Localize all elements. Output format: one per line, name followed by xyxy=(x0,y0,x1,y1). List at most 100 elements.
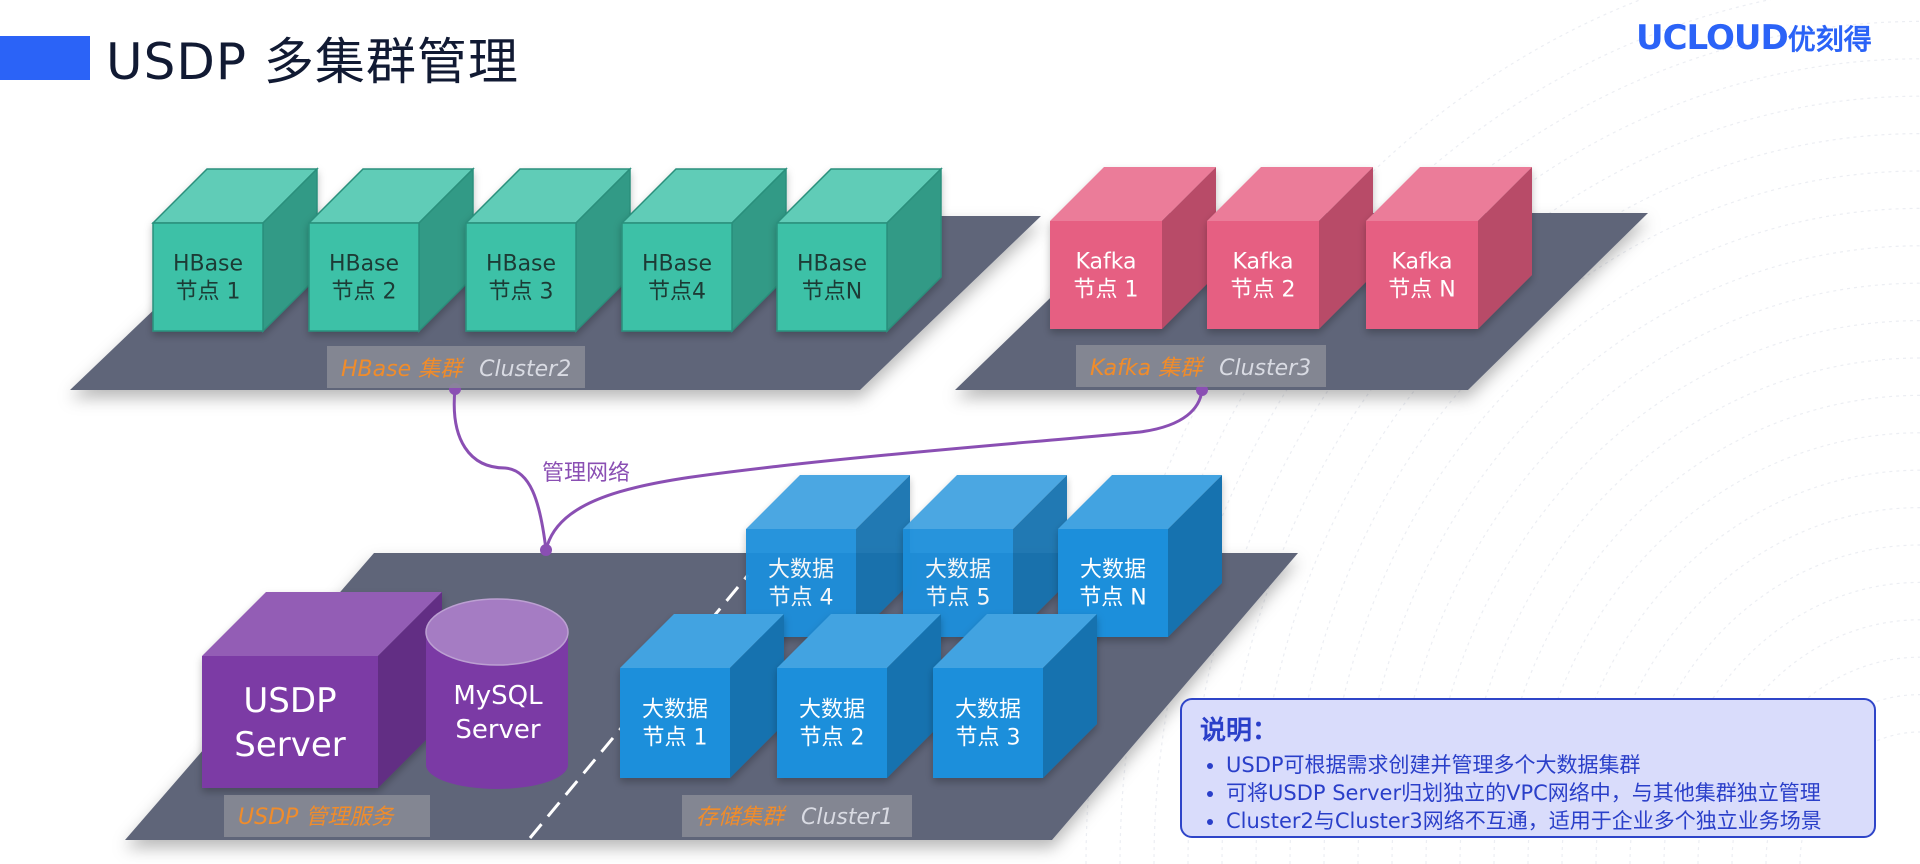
kafka-node-2-front xyxy=(1207,221,1319,329)
bigdata-node-5-label-line2: 节点 5 xyxy=(926,586,991,611)
kafka-node-2-label-line1: Kafka xyxy=(1232,250,1293,275)
hbase-node-4-label-line2: 节点4 xyxy=(648,280,706,305)
bigdata-node-4-top xyxy=(746,475,910,529)
hbase-cluster-tag: HBase 集群 Cluster2 xyxy=(327,346,585,388)
bigdata-node-1-label-line2: 节点 1 xyxy=(643,726,708,751)
hbase-node-2-front xyxy=(308,222,420,332)
hbase-node-3: HBase 节点 3 xyxy=(464,167,632,333)
hbase-node-1-front xyxy=(152,222,264,332)
hbase-node-4: HBase 节点4 xyxy=(620,167,788,333)
background-arc xyxy=(1323,207,1920,864)
hbase-node-3-label-line2: 节点 3 xyxy=(489,280,554,305)
mysql-cylinder-body xyxy=(426,632,568,789)
management-service-tag: USDP 管理服务 xyxy=(224,795,430,837)
hbase-cluster-name: HBase 集群 xyxy=(341,357,465,382)
note-title: 说明： xyxy=(1200,716,1279,746)
bigdata-node-4-label-line2: 节点 4 xyxy=(769,586,834,611)
usdp-server-top xyxy=(202,592,442,656)
bigdata-node-5-label-line1: 大数据 xyxy=(925,558,991,583)
hbase-node-3-label-line1: HBase xyxy=(486,252,556,277)
hbase-node-4-label-line1: HBase xyxy=(642,252,712,277)
title-accent-bar xyxy=(0,36,90,80)
bigdata-node-1-front xyxy=(620,668,730,778)
management-network-line xyxy=(452,388,548,551)
note-item: 可将USDP Server归划独立的VPC网络中，与其他集群独立管理 xyxy=(1226,779,1856,807)
kafka-node-1-label-line2: 节点 1 xyxy=(1074,278,1139,303)
hbase-node-5-label-line1: HBase xyxy=(797,252,867,277)
bigdata-node-4-label-line1: 大数据 xyxy=(768,558,834,583)
kafka-node-2-side xyxy=(1319,167,1373,329)
background-arc xyxy=(1493,394,1920,864)
note-item: Cluster2与Cluster3网络不互通，适用于企业多个独立业务场景 xyxy=(1226,807,1856,835)
storage-cluster-name: 存储集群 xyxy=(696,805,787,830)
kafka-node-3-top xyxy=(1366,167,1532,221)
hbase-node-2-label-line1: HBase xyxy=(329,252,399,277)
hbase-node-5: HBase 节点N xyxy=(775,167,943,333)
bigdata-node-3-top xyxy=(933,614,1097,668)
bigdata-node-4-side xyxy=(856,475,910,637)
bigdata-node-1-label-line1: 大数据 xyxy=(642,698,708,723)
kafka-node-2-label-line2: 节点 2 xyxy=(1231,278,1296,303)
management-network-line-kafka xyxy=(544,389,1204,551)
bigdata-node-3-side xyxy=(1043,614,1097,778)
background-arc xyxy=(1697,619,1920,864)
kafka-cluster-id: Cluster3 xyxy=(1219,356,1311,381)
hbase-node-4-front xyxy=(621,222,733,332)
management-service-label: USDP 管理服务 xyxy=(238,805,395,830)
hbase-node-5-front xyxy=(776,222,888,332)
mysql-label-line2: Server xyxy=(455,715,541,745)
bigdata-node-2-top xyxy=(777,614,941,668)
usdp-server-label-line1: USDP xyxy=(243,681,336,721)
hbase-node-5-label-line2: 节点N xyxy=(802,280,862,305)
background-arc xyxy=(1731,656,1920,864)
kafka-node-3-front xyxy=(1366,221,1478,329)
usdp-server-front xyxy=(202,656,378,788)
storage-cluster-id: Cluster1 xyxy=(801,805,893,830)
page-title: USDP 多集群管理 xyxy=(106,33,519,91)
ucloud-logo: UCLOUD优刻得 xyxy=(1636,18,1872,58)
logo-cn: 优刻得 xyxy=(1787,23,1872,56)
kafka-node-1-top xyxy=(1050,167,1216,221)
background-arc xyxy=(1391,282,1920,864)
hbase-cluster-id: Cluster2 xyxy=(479,357,571,382)
hbase-node-1-label-line1: HBase xyxy=(173,252,243,277)
kafka-node-1-front xyxy=(1050,221,1162,329)
background-arc xyxy=(1595,507,1920,864)
bigdata-node-n-top xyxy=(1058,475,1222,529)
bigdata-node-n-label-line2: 节点 N xyxy=(1079,586,1146,611)
svg-text:HBase 集群 Cluster2: HBase 集群 Cluster2 xyxy=(341,357,571,382)
mysql-server-db: MySQL Server xyxy=(425,598,569,789)
kafka-cluster-name: Kafka 集群 xyxy=(1090,356,1205,381)
storage-cluster-tag: 存储集群 Cluster1 xyxy=(682,795,912,837)
bigdata-node-3-label-line1: 大数据 xyxy=(955,698,1021,723)
management-network-label: 管理网络 xyxy=(542,461,630,486)
note-item: USDP可根据需求创建并管理多个大数据集群 xyxy=(1226,751,1856,779)
kafka-node-1-side xyxy=(1162,167,1216,329)
usdp-server-label-line2: Server xyxy=(234,725,346,765)
kafka-node-2: Kafka 节点 2 xyxy=(1207,167,1373,329)
note-list: USDP可根据需求创建并管理多个大数据集群 可将USDP Server归划独立的… xyxy=(1200,751,1856,835)
hbase-node-3-front xyxy=(465,222,577,332)
svg-text:存储集群 Cluster1: 存储集群 Cluster1 xyxy=(696,805,893,830)
svg-text:Kafka 集群 Cluster3: Kafka 集群 Cluster3 xyxy=(1090,356,1311,381)
bigdata-node-n-side xyxy=(1168,475,1222,637)
bigdata-node-2-label-line2: 节点 2 xyxy=(800,726,865,751)
background-arc xyxy=(1187,58,1920,864)
mysql-label-line1: MySQL xyxy=(453,681,543,711)
bigdata-node-3-front xyxy=(933,668,1043,778)
kafka-cluster-tag: Kafka 集群 Cluster3 xyxy=(1076,345,1326,387)
bigdata-node-2-label-line1: 大数据 xyxy=(799,698,865,723)
background-arc xyxy=(1255,133,1920,864)
bigdata-node-2-side xyxy=(887,614,941,778)
kafka-node-1-label-line1: Kafka xyxy=(1075,250,1136,275)
bigdata-node-2-front xyxy=(777,668,887,778)
